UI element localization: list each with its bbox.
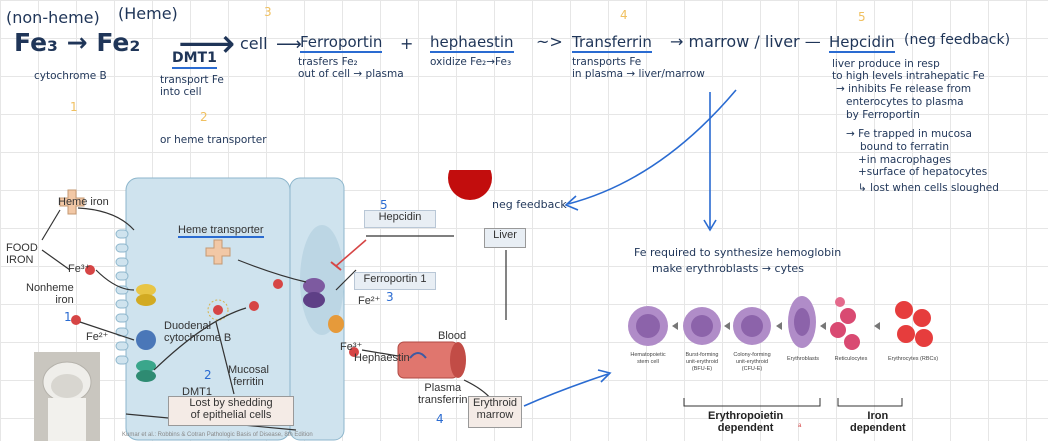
non-heme-note: (non-heme) [6, 8, 100, 27]
wavy-arrow-icon: ~> [536, 32, 563, 51]
iron-absorption-figure: Heme iron FOOD IRON Fe³⁺ Nonheme iron 1 … [6, 170, 526, 441]
fig-step-number-3: 3 [386, 290, 394, 304]
dmt1-desc-2: into cell [160, 86, 202, 98]
dmt1-desc-1: transport Fe [160, 74, 224, 86]
ferroportin1-box: Ferroportin 1 [354, 272, 436, 290]
fe3-to-fe2-note: Fe₃ → Fe₂ [14, 28, 141, 57]
lost-by-shedding-box: Lost by shedding of epithelial cells [168, 396, 294, 426]
neg-feedback-note: neg feedback [492, 198, 567, 211]
hemoglobin-note-2: make erythroblasts → cytes [652, 262, 804, 275]
figure-citation: Kumar et al.: Robbins & Cotran Pathologi… [122, 432, 313, 438]
liver-box: Liver [484, 228, 526, 248]
blood-label: Blood [438, 330, 467, 342]
step-number-4: 4 [620, 8, 628, 22]
hepcidin-line: +in macrophages [858, 154, 952, 166]
heme-transporter-fig-label: Heme transporter [178, 224, 264, 238]
hemoglobin-note-1: Fe required to synthesize hemoglobin [634, 246, 842, 259]
heme-note: (Heme) [118, 4, 178, 23]
erythro-cell-label: Hematopoietic stem cell [630, 352, 666, 365]
nonheme-iron-label: Nonheme iron [26, 282, 74, 306]
epo-dependent-label: Erythropoietin dependent [708, 410, 784, 434]
hepcidin-line: to high levels intrahepatic Fe [832, 70, 985, 82]
hephaestin-note: hephaestin [430, 33, 514, 53]
erythro-cell-label: Erythroblasts [786, 356, 820, 362]
epo-dependent-mark: a [798, 423, 802, 429]
fig-step-number-1: 1 [64, 310, 72, 324]
fig-fe3-label: Fe³⁺ [340, 341, 363, 353]
heme-iron-label: Heme iron [58, 196, 109, 208]
neg-feedback-title: (neg feedback) [904, 32, 1011, 48]
food-iron-label: FOOD IRON [6, 242, 38, 266]
erythroid-marrow-box: Erythroid marrow [468, 396, 522, 428]
transferrin-desc-1: transports Fe [572, 56, 642, 68]
cytochrome-b-note: cytochrome B [34, 70, 107, 82]
erythro-cell-label: Erythrocytes (RBCs) [887, 356, 939, 362]
hepcidin-box: Hepcidin [364, 210, 436, 228]
step-number-1: 1 [70, 100, 78, 114]
iron-dependent-label: Iron dependent [850, 410, 906, 434]
fig-fe2-label: Fe²⁺ [358, 295, 381, 307]
fig-step-number-2: 2 [204, 368, 212, 382]
fe3-label: Fe³⁺ [68, 263, 91, 275]
ferroportin-note: Ferroportin [300, 33, 383, 53]
transferrin-desc-2: in plasma → liver/marrow [572, 68, 705, 80]
step-number-5: 5 [858, 10, 866, 24]
plus-note: + [400, 34, 414, 53]
cell-note: cell [240, 34, 268, 53]
hepcidin-line: bound to ferratin [860, 141, 950, 153]
ferroportin-desc-1: trasfers Fe₂ [298, 56, 358, 68]
dmt1-note: DMT1 [172, 50, 217, 69]
hepcidin-line: +surface of hepatocytes [858, 166, 988, 178]
hepcidin-line: → inhibits Fe release from [836, 83, 972, 95]
fig-step-number-4: 4 [436, 412, 444, 426]
mucosal-ferritin-label: Mucosal ferritin [228, 364, 269, 388]
erythro-cell-label: Burst-forming unit-erythroid (BFU-E) [685, 352, 719, 372]
ferroportin-desc-2: out of cell → plasma [298, 68, 404, 80]
marrow-liver-note: → marrow / liver — [670, 32, 821, 51]
arrow-to-ferroportin-icon: ⟶ [276, 34, 302, 55]
erythro-cell-label: Reticulocytes [834, 356, 868, 362]
fig-step-number-5: 5 [380, 198, 388, 212]
hepcidin-line: → Fe trapped in mucosa [846, 128, 972, 140]
transferrin-note: Transferrin [572, 33, 652, 53]
hepcidin-line: liver produce in resp [832, 58, 940, 70]
step-number-3: 3 [264, 5, 272, 19]
step-number-2: 2 [200, 110, 208, 124]
fe2-label: Fe²⁺ [86, 331, 109, 343]
hephaestin-fig-label: Hephaestin [354, 352, 410, 364]
toilet-photo [34, 352, 100, 441]
hepcidin-note: Hepcidin [829, 33, 895, 53]
plasma-transferrin-label: Plasma transferrin [418, 382, 468, 406]
duodenal-cyt-b-label: Duodenal cytochrome B [164, 320, 232, 344]
heme-transporter-note: or heme transporter [160, 134, 267, 146]
hepcidin-line: by Ferroportin [846, 109, 920, 121]
hepcidin-line: ↳ lost when cells sloughed [858, 182, 999, 194]
hepcidin-line: enterocytes to plasma [846, 96, 964, 108]
hephaestin-desc: oxidize Fe₂→Fe₃ [430, 56, 512, 68]
erythro-cell-label: Colony-forming unit-erythroid (CFU-E) [733, 352, 771, 372]
erythropoiesis-figure: Hematopoietic stem cell Burst-forming un… [618, 282, 978, 441]
